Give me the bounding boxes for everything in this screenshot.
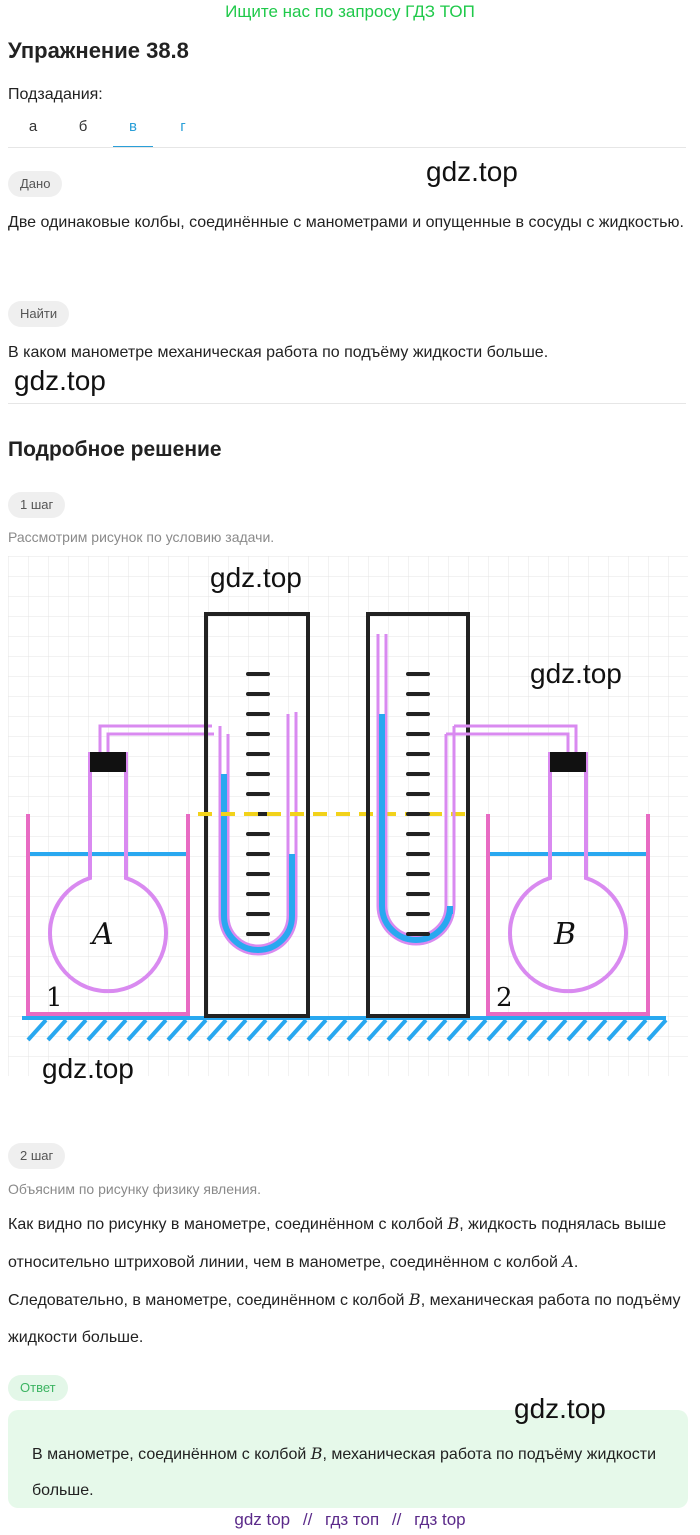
given-text: Две одинаковые колбы, соединённые с мано…: [8, 214, 684, 231]
ground-hatching: [26, 1018, 668, 1042]
footer-link[interactable]: гдз топ: [325, 1510, 380, 1529]
watermark: gdz.top: [530, 658, 622, 689]
promo-banner: Ищите нас по запросу ГДЗ ТОП: [225, 2, 475, 21]
stopper-b: [550, 752, 586, 772]
flask-a: [48, 752, 168, 994]
var-b: B: [310, 1444, 323, 1463]
flask-b-label: B: [553, 917, 576, 952]
scale-a: [246, 672, 270, 936]
tab-g[interactable]: г: [180, 118, 186, 135]
watermark: gdz.top: [210, 562, 302, 593]
watermark: gdz.top: [14, 365, 106, 396]
step1-badge: 1 шаг: [8, 492, 66, 518]
manometer-figure: 1 A: [8, 556, 688, 1076]
vessel-1: [26, 814, 190, 1016]
tab-v[interactable]: в: [113, 108, 153, 148]
answer-box: В манометре, соединённом с колбой B, мех…: [8, 1410, 688, 1508]
footer-link[interactable]: гдз top: [414, 1510, 466, 1529]
var-a: A: [562, 1252, 574, 1271]
flask-a-label: A: [89, 917, 114, 952]
footer-separator: //: [391, 1510, 402, 1529]
vessel-2-label: 2: [496, 983, 513, 1013]
subtask-tabs: а б в г: [8, 108, 208, 148]
liquid-a: [221, 774, 295, 953]
tube-b-outer: [454, 724, 578, 752]
vessel-2: [486, 814, 650, 1016]
step2-text: Как видно по рисунку в манометре, соедин…: [8, 1214, 681, 1346]
watermark: gdz.top: [42, 1053, 134, 1084]
step1-caption: Рассмотрим рисунок по условию задачи.: [8, 529, 275, 545]
scale-b: [406, 672, 430, 936]
tube-a-outer: [98, 724, 212, 752]
page-title: Упражнение 38.8: [8, 38, 189, 63]
footer-links: gdz top // гдз топ // гдз top: [0, 1510, 700, 1530]
utube-a-outer: [218, 712, 298, 956]
tube-a-inner: [106, 732, 214, 752]
solution-heading: Подробное решение: [8, 438, 222, 461]
tab-a[interactable]: а: [28, 118, 38, 135]
step2-badge: 2 шаг: [8, 1143, 66, 1169]
find-badge: Найти: [8, 301, 70, 327]
given-badge: Дано: [8, 171, 63, 197]
tube-b-inner: [446, 732, 570, 752]
step2-caption: Объясним по рисунку физику явления.: [8, 1181, 262, 1197]
tab-b[interactable]: б: [78, 118, 88, 135]
stopper-a: [90, 752, 126, 772]
var-b: B: [447, 1214, 460, 1233]
divider: [8, 147, 686, 148]
utube-b-outer: [376, 634, 456, 946]
footer-separator: //: [302, 1510, 313, 1529]
flask-b: [508, 752, 628, 994]
utube-a-inner: [226, 714, 290, 948]
subtasks-label: Подзадания:: [8, 86, 103, 103]
liquid-b: [379, 714, 453, 943]
divider: [8, 403, 686, 404]
var-b: B: [408, 1290, 421, 1309]
answer-badge: Ответ: [8, 1375, 68, 1401]
watermark: gdz.top: [514, 1393, 606, 1424]
footer-link[interactable]: gdz top: [234, 1510, 291, 1529]
find-text: В каком манометре механическая работа по…: [8, 344, 549, 361]
watermark: gdz.top: [426, 156, 518, 187]
vessel-1-label: 1: [46, 983, 63, 1013]
manometer-b-frame: [366, 612, 470, 1018]
